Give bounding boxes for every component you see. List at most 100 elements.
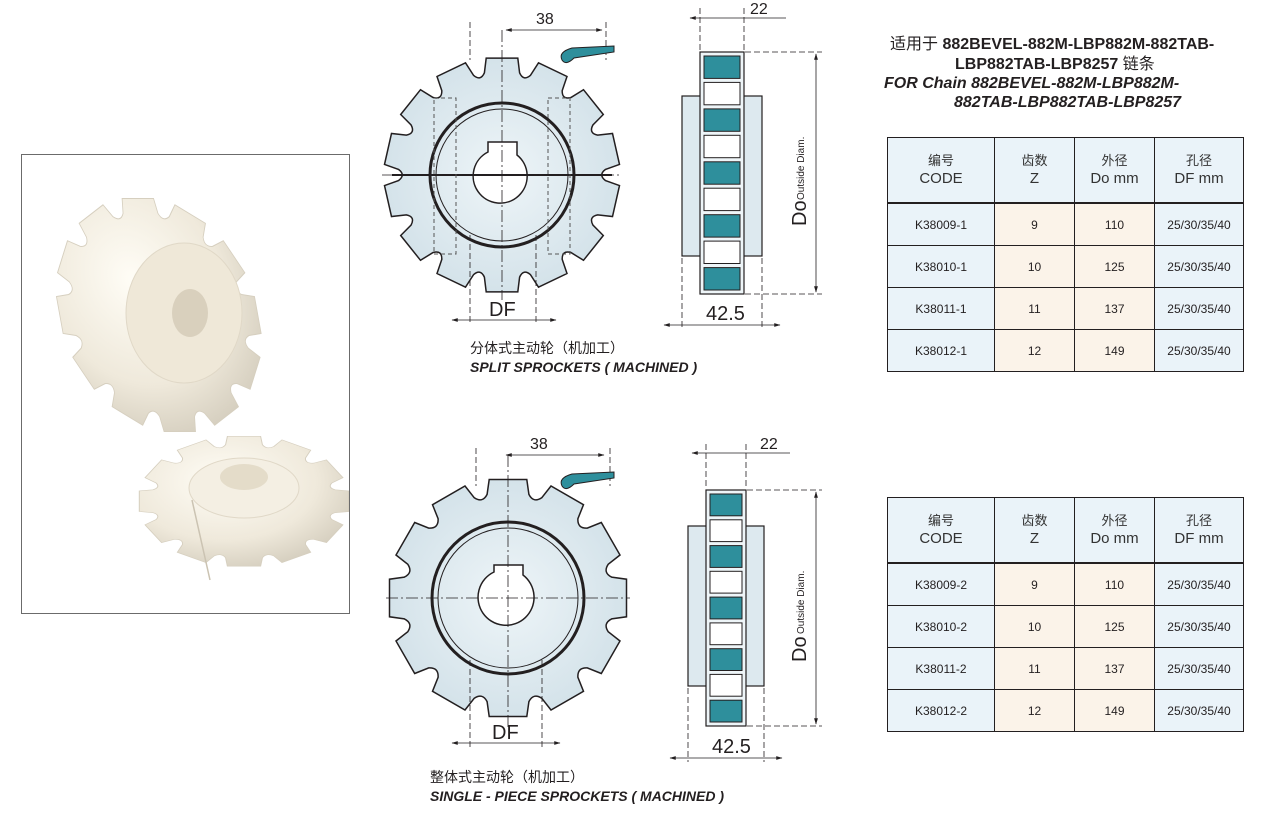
cell-df: 25/30/35/40	[1154, 689, 1244, 732]
single-outside-diam: Outside Diam.	[796, 571, 807, 634]
single-dim-df: DF	[492, 722, 519, 744]
side-view-tooth	[703, 134, 741, 159]
cell-do: 149	[1074, 329, 1155, 372]
cell-do: 137	[1074, 647, 1155, 690]
cell-do: 125	[1074, 605, 1155, 648]
split-caption: 分体式主动轮（机加工） SPLIT SPROCKETS ( MACHINED )	[470, 340, 697, 376]
side-view-tooth	[709, 673, 743, 697]
split-dim-do: Do	[789, 200, 811, 226]
side-view-tooth	[703, 81, 741, 106]
cell-df: 25/30/35/40	[1154, 329, 1244, 372]
cell-z: 11	[994, 647, 1075, 690]
cell-do: 110	[1074, 562, 1155, 606]
cell-z: 12	[994, 689, 1075, 732]
single-caption: 整体式主动轮（机加工） SINGLE - PIECE SPROCKETS ( M…	[430, 769, 724, 805]
cell-df: 25/30/35/40	[1154, 202, 1244, 246]
single-dim-22: 22	[760, 436, 778, 453]
chain-title-line-2: LBP882TAB-LBP8257 链条	[955, 54, 1155, 73]
chain-compatibility-title: 适用于 882BEVEL-882M-LBP882M-882TAB- LBP882…	[884, 34, 1276, 112]
side-view-tooth	[703, 55, 741, 79]
side-view-tooth	[703, 267, 741, 291]
cell-do: 137	[1074, 287, 1155, 330]
cell-z: 9	[994, 202, 1075, 246]
chain-title-line-4: 882TAB-LBP882TAB-LBP8257	[954, 94, 1182, 111]
side-view-tooth	[709, 622, 743, 646]
cell-code: K38009-1	[887, 202, 995, 246]
cell-code: K38010-1	[887, 245, 995, 288]
split-caption-en: SPLIT SPROCKETS ( MACHINED )	[470, 359, 698, 375]
single-dim-do: Do	[789, 636, 811, 662]
cell-df: 25/30/35/40	[1154, 287, 1244, 330]
single-dim-42-5: 42.5	[712, 736, 751, 758]
cell-z: 10	[994, 245, 1075, 288]
side-view-tooth	[709, 648, 743, 672]
split-dim-38: 38	[536, 11, 554, 28]
single-dim-38: 38	[530, 436, 548, 453]
side-view-tooth	[709, 596, 743, 620]
cell-z: 12	[994, 329, 1075, 372]
chain-title-line-3: FOR Chain 882BEVEL-882M-LBP882M-	[884, 75, 1180, 92]
cell-code: K38012-1	[887, 329, 995, 372]
split-sprocket-front-view: 38 DF	[382, 11, 622, 325]
split-dim-42-5: 42.5	[706, 303, 745, 325]
single-sprocket-front-view: 38 DF	[386, 436, 630, 748]
side-view-tooth	[709, 570, 743, 594]
cell-do: 125	[1074, 245, 1155, 288]
cell-z: 11	[994, 287, 1075, 330]
side-view-tooth	[709, 519, 743, 543]
cell-df: 25/30/35/40	[1154, 605, 1244, 648]
side-view-tooth	[703, 240, 741, 265]
split-dim-22: 22	[750, 1, 768, 18]
side-view-tooth	[709, 545, 743, 568]
side-view-tooth	[703, 108, 741, 132]
product-photo-frame	[21, 154, 350, 614]
single-caption-en: SINGLE - PIECE SPROCKETS ( MACHINED )	[430, 788, 725, 804]
cell-z: 9	[994, 562, 1075, 606]
product-photo	[55, 198, 349, 581]
cell-z: 10	[994, 605, 1075, 648]
cell-df: 25/30/35/40	[1154, 562, 1244, 606]
split-dim-df: DF	[489, 299, 516, 321]
side-view-tooth	[703, 187, 741, 212]
cell-df: 25/30/35/40	[1154, 245, 1244, 288]
split-outside-diam: Outside Diam.	[796, 137, 807, 200]
photo-sprocket-split	[55, 198, 262, 432]
split-sprocket-side-view: 22 42.5 Do Outside Diam.	[663, 1, 822, 330]
cell-code: K38010-2	[887, 605, 995, 648]
photo-sprocket-single	[138, 436, 349, 581]
cell-df: 25/30/35/40	[1154, 647, 1244, 690]
cell-code: K38012-2	[887, 689, 995, 732]
side-view-tooth	[703, 161, 741, 185]
single-caption-cn: 整体式主动轮（机加工）	[430, 770, 584, 786]
cell-do: 149	[1074, 689, 1155, 732]
cell-do: 110	[1074, 202, 1155, 246]
chain-title-line-1: 适用于 882BEVEL-882M-LBP882M-882TAB-	[890, 34, 1215, 53]
cell-code: K38011-1	[887, 287, 995, 330]
side-view-tooth	[709, 699, 743, 723]
side-view-tooth	[709, 493, 743, 517]
split-caption-cn: 分体式主动轮（机加工）	[470, 341, 624, 357]
side-view-tooth	[703, 214, 741, 238]
cell-code: K38011-2	[887, 647, 995, 690]
